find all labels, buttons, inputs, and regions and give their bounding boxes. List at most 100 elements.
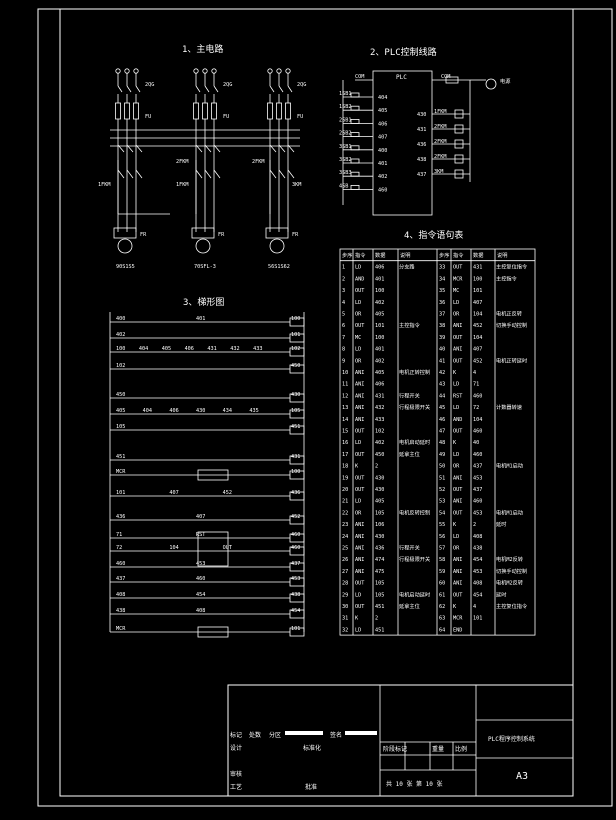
table-cell: 43 [439,382,445,388]
table-cell: 1 [342,265,345,271]
fuse-icon [133,102,139,120]
table-cell: ANI [355,534,364,540]
table-cell: K [453,522,457,528]
table-cell: OUT [355,429,364,435]
table-note: 电机M2反转 [496,579,523,587]
output-addr: 437 [417,172,426,178]
terminal-icon [124,68,130,74]
rung-label: 433 [253,346,262,352]
table-cell: 5 [342,312,345,318]
fuse-icon [115,102,121,120]
table-cell: 16 [342,440,348,446]
table-cell: 101 [473,616,482,622]
table-cell: LD [355,265,361,271]
table-cell: 437 [473,487,482,493]
table-cell: 36 [439,300,445,306]
coil-icon [289,317,305,327]
table-cell: 405 [375,370,384,376]
table-cell: OR [355,510,362,516]
table-cell: 34 [439,276,445,282]
table-note: 电机反转控制 [399,508,430,516]
table-cell: OUT [355,323,364,329]
rung-label: 72 [116,545,122,551]
rung-label: 453 [196,561,205,567]
table-cell: 29 [342,592,348,598]
table-cell: 26 [342,557,348,563]
table-cell: 44 [439,393,445,399]
table-note: 电机启动延时 [399,590,430,598]
table-cell: ANI [355,569,364,575]
rung-label: 100 [291,469,300,475]
rung-label: 460 [291,532,300,538]
plc-title: PLC [396,74,407,81]
table-cell: 430 [375,534,384,540]
input-switch-icon [350,119,360,124]
rung-label: 101 [291,626,300,632]
table-cell: OUT [453,335,462,341]
table-cell: 405 [375,312,384,318]
table-cell: 402 [375,300,384,306]
switch-blade [269,85,275,93]
rung-label: 438 [116,608,125,614]
field-zone: 分区 [269,731,281,739]
table-cell: OUT [355,604,364,610]
relay-label: FR [140,232,147,238]
fuse-icon [276,102,282,120]
table-cell: 4 [342,300,345,306]
table-cell: ANI [453,499,462,505]
rung-label: 405 [162,346,171,352]
table-note: 电机M1启动 [496,508,523,516]
table-cell: 453 [473,569,482,575]
table-cell: OUT [453,358,462,364]
rung-label: 435 [249,408,258,414]
rung-label: 406 [185,346,194,352]
field-mark: 标记 [230,731,242,739]
table-cell: 54 [439,510,445,516]
table-note: 行程极限开关 [399,403,430,411]
table-cell: 12 [342,393,348,399]
section-title-plc-wiring: 2、PLC控制线路 [370,46,437,58]
table-cell: 100 [375,335,384,341]
field-standard: 标准化 [303,744,321,752]
table-cell: 407 [473,300,482,306]
table-cell: 71 [473,382,479,388]
table-cell: LD [355,440,361,446]
table-cell: 32 [342,627,348,633]
table-cell: 407 [473,347,482,353]
table-cell: 47 [439,429,445,435]
rung-label: 404 [143,408,152,414]
table-header: 数据 [473,251,483,259]
input-switch-icon [350,171,360,177]
table-cell: 42 [439,370,445,376]
fuse-icon [445,76,459,84]
switch-label: 2QG [297,82,306,88]
table-cell: 401 [375,347,384,353]
table-cell: 2 [375,616,378,622]
rung-label: 101 [291,332,300,338]
rung-label: 438 [291,592,300,598]
field-design: 设计 [230,744,242,752]
rung-label: 405 [116,408,125,414]
input-addr: 402 [378,174,387,180]
table-note: 主控指令 [496,274,518,282]
table-cell: 2 [473,522,476,528]
plc-power-label: 电源 [500,77,511,85]
field-approve: 批准 [305,783,317,791]
table-cell: ANI [355,405,364,411]
table-header: 步序 [439,251,449,259]
input-switch-icon [350,158,360,164]
rung-label: 101 [116,490,125,496]
rung-label: MCR [116,469,126,475]
table-cell: 9 [342,358,345,364]
field-scale: 比例 [455,745,467,753]
table-cell: LD [453,405,459,411]
table-cell: 454 [473,592,482,598]
coil-icon [289,470,305,480]
rung-label: 407 [169,490,178,496]
table-cell: ANI [355,393,364,399]
table-cell: 72 [473,405,479,411]
fuse-icon [211,102,217,120]
table-header: 说明 [400,251,410,259]
rung-label: 437 [116,576,125,582]
terminal-icon [211,68,217,74]
